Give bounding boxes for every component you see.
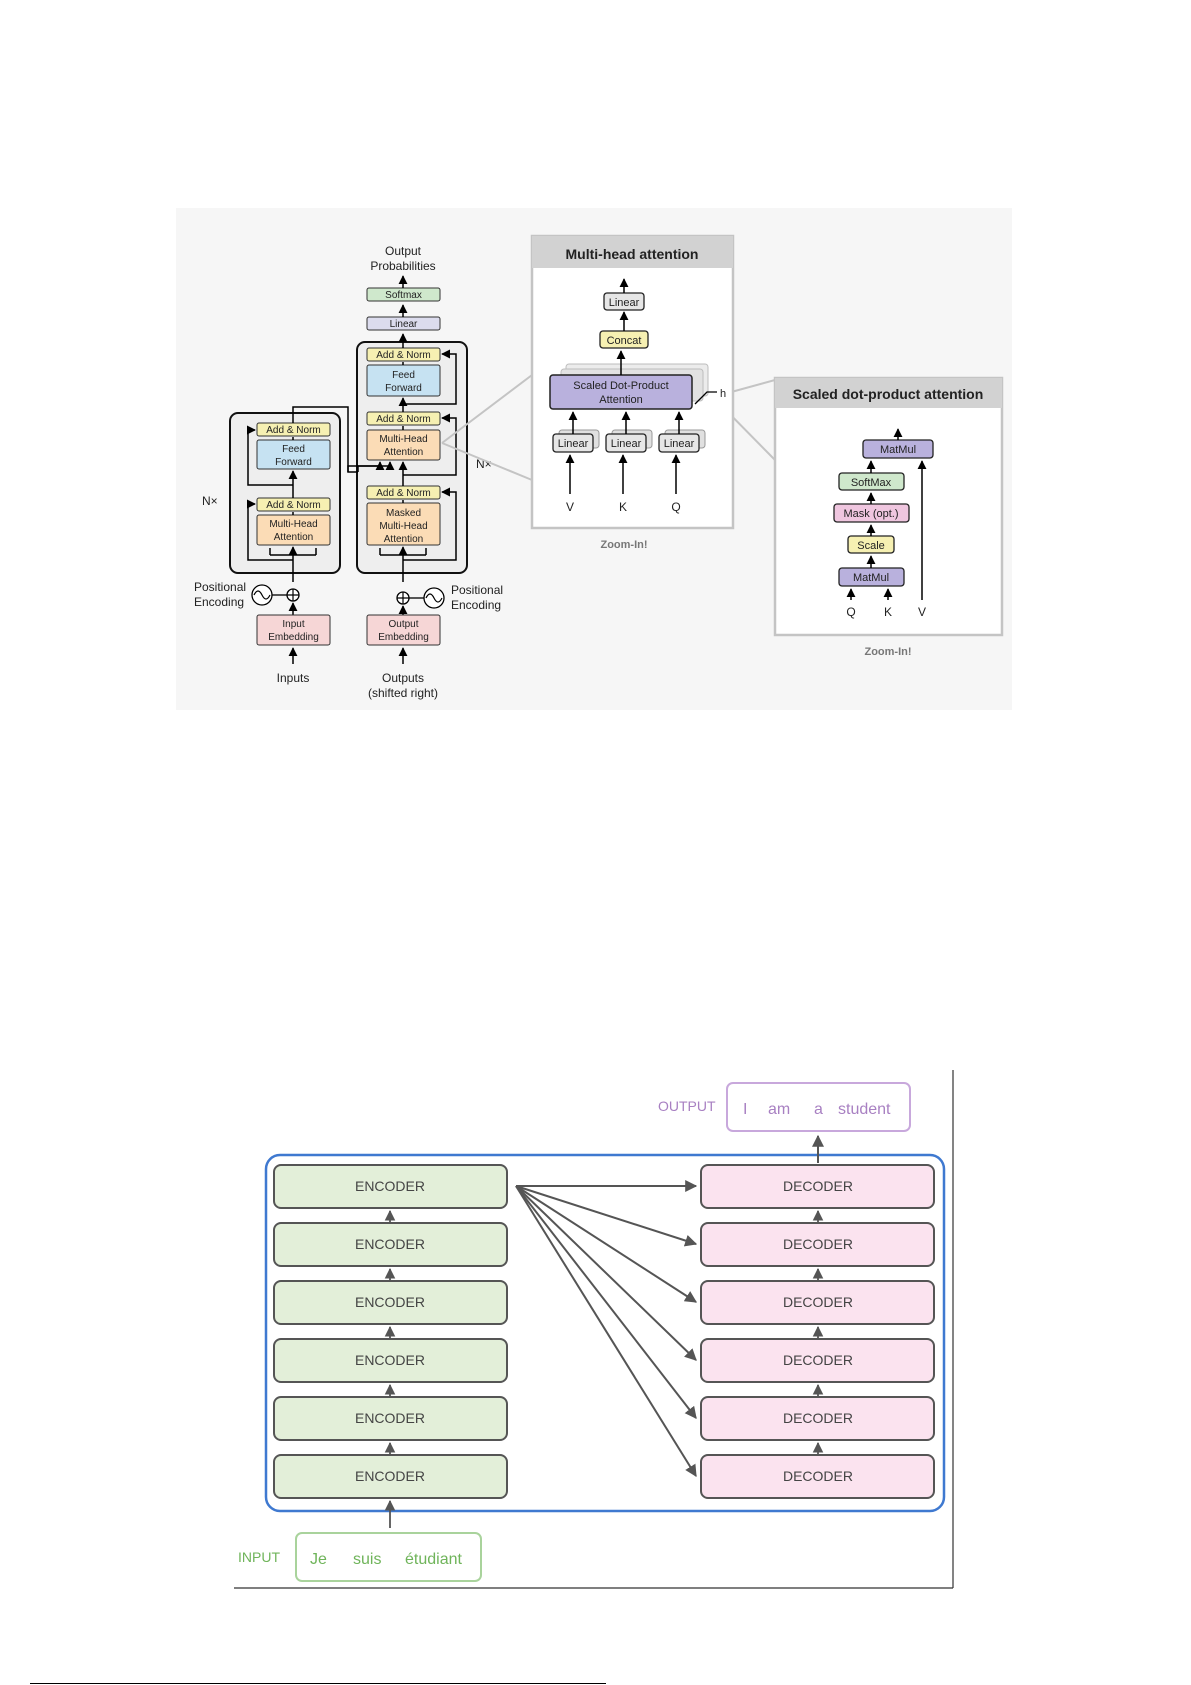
encoder-mha-label-1: Multi-Head	[269, 519, 317, 530]
mh-sdpa-label-1: Scaled Dot-Product	[573, 380, 668, 392]
encoder-label-4: ENCODER	[355, 1294, 425, 1310]
outputs-label-2: (shifted right)	[368, 686, 438, 700]
decoder-nx-label: N×	[476, 457, 492, 471]
decoder-mha-label-2: Attention	[384, 447, 423, 458]
encoder-add-norm-bottom-label: Add & Norm	[266, 500, 320, 511]
decoder-feed-forward-label-1: Feed	[392, 370, 415, 381]
inputs-label: Inputs	[277, 671, 310, 685]
mh-linear-v-label: Linear	[558, 438, 589, 450]
sdpa-q-label: Q	[846, 605, 855, 619]
output-probabilities-label-2: Probabilities	[370, 259, 435, 273]
input-embedding-label-2: Embedding	[268, 632, 319, 643]
decoder-label-3: DECODER	[783, 1352, 853, 1368]
encoder-label-2: ENCODER	[355, 1410, 425, 1426]
decoder-label-2: DECODER	[783, 1410, 853, 1426]
mh-linear-q-label: Linear	[664, 438, 695, 450]
decoder-add-norm-mid-label: Add & Norm	[376, 414, 430, 425]
sdpa-mask-label: Mask (opt.)	[843, 508, 898, 520]
decoder-feed-forward-label-2: Forward	[385, 383, 422, 394]
input-embedding	[256, 614, 331, 646]
stack-container	[264, 1153, 946, 1513]
encoder-to-decoder-arrows	[515, 1180, 698, 1478]
decoder-label-4: DECODER	[783, 1294, 853, 1310]
output-word-1: I	[743, 1101, 747, 1118]
encoder-positional-label-2: Encoding	[194, 595, 244, 609]
sdpa-k-label: K	[884, 605, 892, 619]
output-probabilities-label-1: Output	[385, 244, 422, 258]
mh-zoom-label: Zoom-In!	[600, 539, 647, 551]
input-embedding-label-1: Input	[282, 619, 304, 630]
sdpa-zoom-label: Zoom-In!	[864, 646, 911, 658]
output-embedding	[366, 614, 441, 646]
encoder-feed-forward-label-1: Feed	[282, 444, 305, 455]
encoder-label-1: ENCODER	[355, 1468, 425, 1484]
decoder-add-norm-bottom-label: Add & Norm	[376, 488, 430, 499]
multihead-title: Multi-head attention	[566, 246, 699, 262]
mh-sdpa-label-2: Attention	[599, 394, 642, 406]
encoder-label-5: ENCODER	[355, 1236, 425, 1252]
sdpa-v-label: V	[918, 605, 926, 619]
encoder-feed-forward-label-2: Forward	[275, 457, 312, 468]
top-softmax-label: Softmax	[385, 290, 422, 301]
mh-h-label: h	[720, 388, 726, 400]
sdpa-matmul-top-label: MatMul	[880, 444, 916, 456]
sdpa-title: Scaled dot-product attention	[793, 386, 984, 402]
encoder-label-6: ENCODER	[355, 1178, 425, 1194]
multihead-title-bar	[532, 236, 733, 268]
encoder-nx-label: N×	[202, 494, 218, 508]
encoder-column: ENCODER ENCODER ENCODER ENCODER ENCODER …	[273, 1164, 508, 1528]
encoder-add-norm-top-label: Add & Norm	[266, 425, 320, 436]
encoder-decoder-stack: OUTPUT I am a student ENCODER ENCODER EN…	[234, 1070, 954, 1589]
mh-v-label: V	[566, 500, 574, 514]
sdpa-matmul-bottom-label: MatMul	[853, 572, 889, 584]
decoder-positional-label-2: Encoding	[451, 598, 501, 612]
outputs-label-1: Outputs	[382, 671, 424, 685]
mh-q-label: Q	[671, 500, 680, 514]
output-word-3: a	[814, 1101, 823, 1118]
encoder-box-6	[273, 1164, 508, 1209]
decoder-add-norm-top-label: Add & Norm	[376, 350, 430, 361]
output-sentence-box	[726, 1082, 911, 1132]
encoder-positional-label-1: Positional	[194, 580, 246, 594]
input-word-1: Je	[310, 1551, 327, 1568]
input-word-2: suis	[353, 1551, 381, 1568]
sdpa-scale-label: Scale	[857, 540, 885, 552]
output-word-4: student	[838, 1101, 891, 1118]
mh-k-label: K	[619, 500, 627, 514]
input-word-3: étudiant	[405, 1551, 462, 1568]
encoder-label-3: ENCODER	[355, 1352, 425, 1368]
decoder-label-5: DECODER	[783, 1236, 853, 1252]
sdpa-title-bar	[775, 378, 1002, 408]
output-embedding-label-2: Embedding	[378, 632, 429, 643]
multihead-attention-zoom: Multi-head attention Linear Concat Scale…	[530, 234, 735, 551]
output-label: OUTPUT	[658, 1098, 716, 1114]
transformer-architecture: Add & Norm Feed Forward Add & Norm Multi…	[194, 244, 503, 700]
input-sentence-box	[295, 1532, 482, 1582]
decoder-positional-label-1: Positional	[451, 583, 503, 597]
input-label: INPUT	[238, 1549, 280, 1565]
output-word-2: am	[768, 1101, 790, 1118]
footer-rule	[30, 1683, 606, 1684]
decoder-masked-label-2: Multi-Head	[379, 521, 427, 532]
top-linear-label: Linear	[390, 319, 418, 330]
decoder-column: DECODER DECODER DECODER DECODER DECODER …	[700, 1164, 935, 1499]
sdpa-softmax-label: SoftMax	[851, 477, 892, 489]
encoder-block	[229, 412, 341, 574]
decoder-label-6: DECODER	[783, 1178, 853, 1194]
decoder-box-6	[700, 1164, 935, 1209]
decoder-masked-label-3: Attention	[384, 534, 423, 545]
decoder-label-1: DECODER	[783, 1468, 853, 1484]
mh-linear-top-label: Linear	[609, 297, 640, 309]
decoder-mha-label-1: Multi-Head	[379, 434, 427, 445]
sdpa-zoom: Scaled dot-product attention MatMul Soft…	[773, 376, 1004, 658]
mh-concat-label: Concat	[607, 335, 642, 347]
output-embedding-label-1: Output	[388, 619, 418, 630]
decoder-masked-label-1: Masked	[386, 508, 421, 519]
encoder-mha-label-2: Attention	[274, 532, 313, 543]
mh-linear-k-label: Linear	[611, 438, 642, 450]
